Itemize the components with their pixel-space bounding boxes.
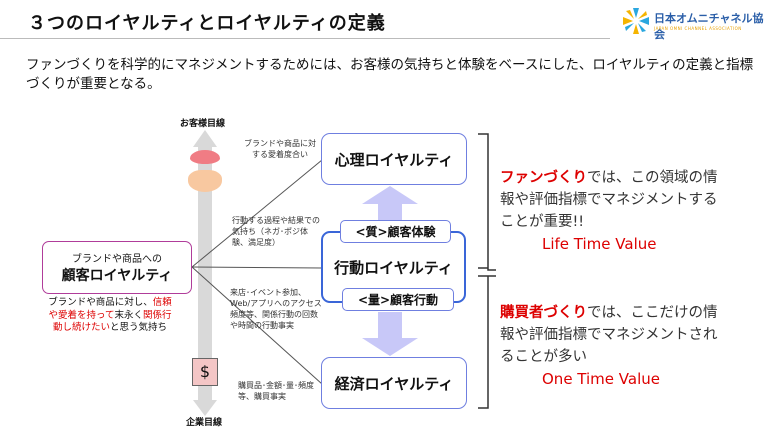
heart-hands-icon [188, 150, 222, 192]
otv-label: One Time Value [542, 370, 660, 388]
quality-tag: <質>顧客体験 [340, 220, 451, 243]
page-title: ３つのロイヤルティとロイヤルティの定義 [28, 13, 386, 34]
desc-part: 末永く [114, 309, 144, 321]
annotation-psych: ブランドや商品に対する愛着度合い [244, 139, 316, 159]
money-bag-icon: $ [192, 358, 218, 386]
logo-subtext: JAPAN OMNI CHANNEL ASSOCIATION [654, 26, 742, 31]
psych-loyalty-box: 心理ロイヤルティ [321, 133, 467, 185]
desc-highlight: 信頼や愛着を持って [48, 297, 172, 321]
right-text-top: ファンづくりでは、この領域の情報や評価指標でマネジメントすることが重要!! Li… [500, 167, 726, 255]
right-text-bottom: 購買者づくりでは、ここだけの情報や評価指標でマネジメントされることが多い One… [500, 302, 726, 390]
ltv-label: Life Time Value [542, 235, 657, 253]
customer-loyalty-box: ブランドや商品への 顧客ロイヤルティ [42, 241, 192, 294]
customer-loyalty-line2: 顧客ロイヤルティ [61, 268, 173, 284]
intro-text: ファンづくりを科学的にマネジメントするためには、お客様の気持ちと体験をベースにし… [26, 57, 754, 92]
right-top-body: では、この領域の情報や評価指標でマネジメントすることが重要!! [500, 170, 718, 230]
logo-text: 日本オムニチャネル協会 [654, 12, 764, 41]
axis-label-customer: お客様目線 [180, 119, 226, 129]
right-bottom-body: では、ここだけの情報や評価指標でマネジメントされることが多い [500, 305, 718, 365]
economic-loyalty-box: 経済ロイヤルティ [321, 357, 467, 409]
axis-label-company: 企業目線 [186, 418, 223, 428]
desc-highlight: 関係行動し続けたい [52, 309, 172, 334]
annotation-process: 行動する過程や結果での気持ち（ネガ･ポジ体験、満足度） [232, 216, 320, 247]
customer-loyalty-line1: ブランドや商品への [72, 254, 162, 265]
fan-emphasis: ファンづくり [500, 170, 587, 186]
logo-icon [623, 8, 649, 34]
quantity-tag: <量>顧客行動 [342, 288, 454, 311]
annotation-behavior: 来店･イベント参加、Web/アプリへのアクセス頻度等、関係行動の回数や時間の行動… [230, 288, 322, 330]
desc-part: ブランドや商品に対し、 [48, 297, 153, 308]
title-divider [0, 38, 610, 39]
desc-part: と思う気持ち [110, 322, 168, 333]
buyer-emphasis: 購買者づくり [500, 305, 587, 321]
annotation-purchase: 購買品･金額･量･頻度等、購買事実 [238, 381, 314, 401]
customer-loyalty-desc: ブランドや商品に対し、信頼や愛着を持って末永く関係行動し続けたいと思う気持ち [46, 297, 174, 335]
